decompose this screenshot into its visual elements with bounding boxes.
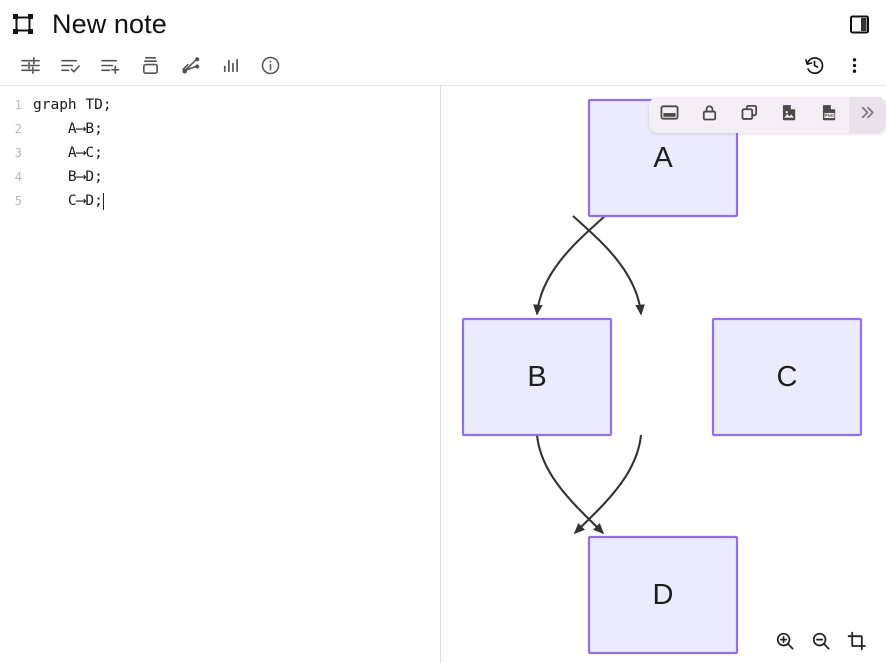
fit-to-view-button[interactable] bbox=[842, 628, 872, 658]
image-file-icon bbox=[780, 103, 799, 127]
code-lines: 1 graph TD; 2 A⟶B; 3 A⟶C; 4 B⟶D; 5 C⟶D; bbox=[0, 86, 440, 213]
database-button[interactable] bbox=[130, 48, 170, 82]
diagram-edges bbox=[533, 215, 645, 535]
node-d-shape bbox=[587, 535, 739, 655]
text-caret bbox=[102, 192, 104, 210]
list-plus-icon bbox=[100, 55, 121, 76]
code-line[interactable]: 1 graph TD; bbox=[0, 93, 440, 117]
bar-chart-icon bbox=[220, 55, 241, 76]
diagram-preview-pane[interactable]: A B C D bbox=[441, 86, 886, 663]
node-d-label: D bbox=[653, 579, 674, 611]
code-line[interactable]: 4 B⟶D; bbox=[0, 165, 440, 189]
window-frame-icon bbox=[660, 103, 679, 127]
diagram-export-toolbar: PNG bbox=[649, 97, 886, 133]
copy-icon bbox=[740, 103, 759, 127]
code-line[interactable]: 2 A⟶B; bbox=[0, 117, 440, 141]
more-export-button[interactable] bbox=[849, 97, 886, 133]
database-stack-icon bbox=[140, 55, 161, 76]
lock-icon bbox=[700, 103, 719, 127]
zoom-in-button[interactable] bbox=[770, 628, 800, 658]
edge-a-c bbox=[572, 215, 645, 316]
line-number: 5 bbox=[14, 194, 22, 208]
zoom-in-icon bbox=[775, 631, 795, 656]
node-b-shape bbox=[461, 317, 613, 437]
node-d[interactable]: D bbox=[587, 535, 739, 655]
line-number: 2 bbox=[14, 122, 22, 136]
code-line[interactable]: 3 A⟶C; bbox=[0, 141, 440, 165]
export-png-button[interactable]: PNG bbox=[809, 97, 849, 133]
chart-button[interactable] bbox=[210, 48, 250, 82]
list-check-icon bbox=[60, 55, 81, 76]
add-list-button[interactable] bbox=[90, 48, 130, 82]
sidebar-panel-icon[interactable] bbox=[844, 9, 874, 39]
zoom-out-icon bbox=[811, 631, 831, 656]
edge-b-d bbox=[535, 434, 605, 535]
info-circle-icon bbox=[260, 55, 281, 76]
node-c-shape bbox=[711, 317, 863, 437]
main-toolbar bbox=[0, 44, 886, 86]
frame-selection-icon bbox=[8, 9, 38, 39]
node-a-label: A bbox=[653, 142, 673, 174]
fullscreen-button[interactable] bbox=[649, 97, 689, 133]
code-editor-pane[interactable]: 1 graph TD; 2 A⟶B; 3 A⟶C; 4 B⟶D; 5 C⟶D; bbox=[0, 86, 440, 663]
line-text: graph TD; bbox=[33, 97, 112, 113]
title-bar: New note bbox=[0, 0, 886, 48]
chevron-double-right-icon bbox=[859, 104, 876, 126]
line-text: C⟶D; bbox=[33, 193, 103, 209]
format-settings-button[interactable] bbox=[10, 48, 50, 82]
mermaid-diagram: A B C D bbox=[461, 98, 863, 655]
lock-button[interactable] bbox=[689, 97, 729, 133]
line-text: A⟶B; bbox=[33, 121, 103, 137]
history-button[interactable] bbox=[794, 48, 834, 82]
history-clock-icon bbox=[804, 55, 825, 76]
sliders-settings-icon bbox=[20, 55, 41, 76]
png-file-icon: PNG bbox=[820, 103, 839, 127]
page-title: New note bbox=[52, 8, 167, 39]
info-button[interactable] bbox=[250, 48, 290, 82]
line-number: 3 bbox=[14, 146, 22, 160]
task-list-button[interactable] bbox=[50, 48, 90, 82]
toolbar-divider bbox=[0, 85, 886, 86]
diagram-button[interactable] bbox=[170, 48, 210, 82]
more-vertical-icon bbox=[844, 55, 865, 76]
line-number: 1 bbox=[14, 98, 22, 112]
export-svg-button[interactable] bbox=[769, 97, 809, 133]
node-b[interactable]: B bbox=[461, 317, 613, 437]
line-number: 4 bbox=[14, 170, 22, 184]
code-line[interactable]: 5 C⟶D; bbox=[0, 189, 440, 213]
copy-button[interactable] bbox=[729, 97, 769, 133]
pane-splitter[interactable] bbox=[440, 86, 441, 663]
edge-a-b bbox=[533, 215, 606, 316]
svg-text:PNG: PNG bbox=[824, 113, 834, 118]
node-b-label: B bbox=[527, 361, 546, 393]
crop-fit-icon bbox=[847, 631, 867, 656]
node-c-label: C bbox=[777, 361, 798, 393]
line-text: B⟶D; bbox=[33, 169, 103, 185]
more-options-button[interactable] bbox=[834, 48, 874, 82]
edge-c-d bbox=[573, 434, 643, 535]
git-branch-icon bbox=[180, 55, 201, 76]
zoom-out-button[interactable] bbox=[806, 628, 836, 658]
line-text: A⟶C; bbox=[33, 145, 103, 161]
zoom-controls bbox=[770, 628, 872, 658]
diagram-nodes: A B C D bbox=[461, 98, 863, 655]
node-c[interactable]: C bbox=[711, 317, 863, 437]
